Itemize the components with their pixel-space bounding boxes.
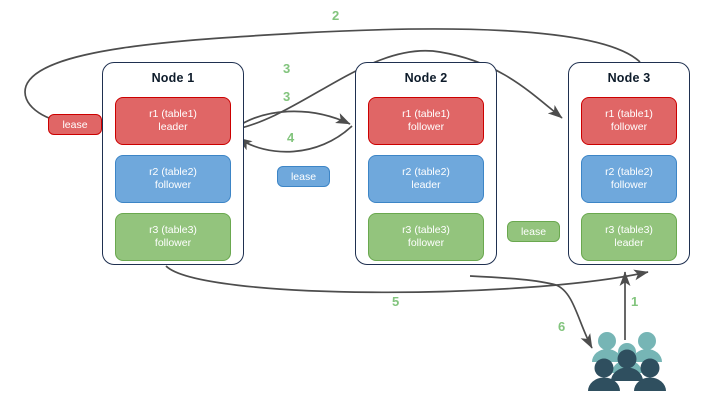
step-label-3-lower: 3 [283, 89, 290, 104]
replica-role: leader [411, 179, 441, 191]
arrow-step-3-to-node3 [231, 49, 563, 131]
step-number-text: 3 [283, 89, 291, 104]
replica-role: follower [610, 179, 648, 191]
replica-role: follower [154, 179, 192, 191]
step-number-text: 3 [283, 61, 291, 76]
replica-name: r2 (table2) [149, 166, 197, 178]
lease-label: lease [62, 118, 88, 131]
step-label-6: 6 [558, 319, 565, 334]
arrow-step-3-to-node2 [229, 110, 351, 133]
replica-role: follower [610, 121, 648, 133]
arrow-step-6-tail [469, 275, 557, 286]
replica-node1-r1[interactable]: r1 (table1) leader [115, 97, 231, 145]
step-label-1: 1 [631, 294, 638, 309]
lease-badge-r2[interactable]: lease [277, 166, 330, 187]
replica-name: r3 (table3) [402, 224, 450, 236]
arrow-step-5 [165, 265, 649, 294]
replica-node1-r3[interactable]: r3 (table3) follower [115, 213, 231, 261]
node-title: Node 1 [151, 71, 195, 85]
replica-name: r1 (table1) [149, 108, 197, 120]
replica-role: leader [614, 237, 644, 249]
replica-node2-r3[interactable]: r3 (table3) follower [368, 213, 484, 261]
lease-label: lease [290, 170, 317, 183]
replica-node1-r2[interactable]: r2 (table2) follower [115, 155, 231, 203]
replica-node2-r2[interactable]: r2 (table2) leader [368, 155, 484, 203]
replica-role: follower [154, 237, 192, 249]
replica-role: follower [407, 237, 445, 249]
step-label-5: 5 [392, 294, 399, 309]
replica-role: leader [158, 121, 188, 133]
node-box-node3[interactable]: Node 3 r1 (table1) follower r2 (table2) … [568, 62, 690, 265]
node-box-node2[interactable]: Node 2 r1 (table1) follower r2 (table2) … [355, 62, 497, 265]
step-number-text: 5 [392, 294, 400, 309]
arrow-step-4 [237, 125, 353, 153]
step-label-4: 4 [287, 130, 294, 145]
replica-name: r1 (table1) [605, 108, 653, 120]
lease-label: lease [520, 225, 547, 238]
replica-node2-r1[interactable]: r1 (table1) follower [368, 97, 484, 145]
node-title: Node 3 [607, 71, 651, 85]
lease-badge-r1[interactable]: lease [48, 114, 102, 135]
replica-name: r3 (table3) [149, 224, 197, 236]
replica-node3-r1[interactable]: r1 (table1) follower [581, 97, 677, 145]
replica-node3-r2[interactable]: r2 (table2) follower [581, 155, 677, 203]
replica-name: r2 (table2) [402, 166, 450, 178]
replica-role: follower [407, 121, 445, 133]
arrow-step-6 [555, 284, 593, 349]
step-number-text: 2 [332, 8, 340, 23]
people-group-icon [588, 332, 666, 391]
replica-node3-r3[interactable]: r3 (table3) leader [581, 213, 677, 261]
replica-name: r1 (table1) [402, 108, 450, 120]
lease-badge-r3[interactable]: lease [507, 221, 560, 242]
node-box-node1[interactable]: Node 1 r1 (table1) leader r2 (table2) fo… [102, 62, 244, 265]
arrow-step-2 [24, 28, 641, 127]
replica-name: r2 (table2) [605, 166, 653, 178]
node-title: Node 2 [404, 71, 448, 85]
step-number-text: 4 [287, 130, 295, 145]
replica-name: r3 (table3) [605, 224, 653, 236]
step-number-text: 1 [631, 294, 639, 309]
step-label-2: 2 [332, 8, 339, 23]
step-label-3-upper: 3 [283, 61, 290, 76]
step-number-text: 6 [558, 319, 566, 334]
